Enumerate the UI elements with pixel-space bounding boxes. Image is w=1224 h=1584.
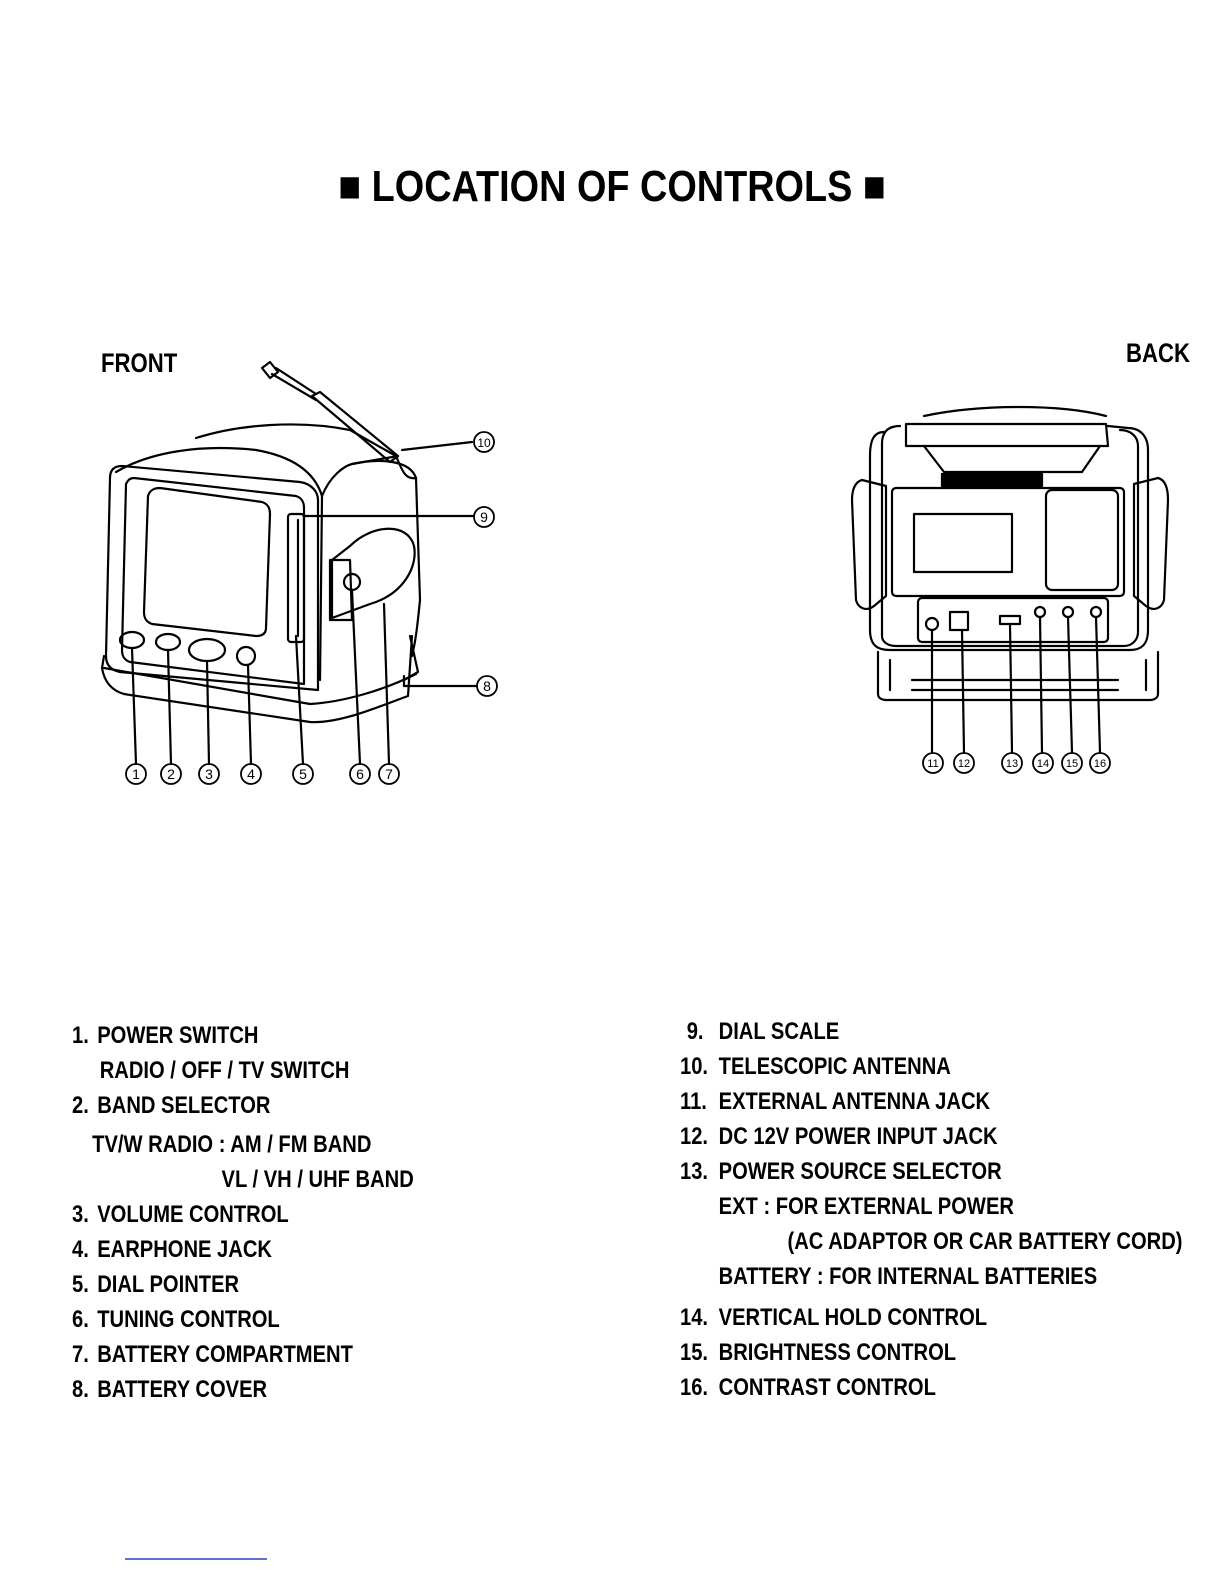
cabinet-top xyxy=(194,423,418,480)
callout-8: 8 xyxy=(483,678,491,694)
list-item: 8.BATTERY COVER xyxy=(72,1376,268,1403)
brightness-control xyxy=(1061,605,1075,619)
contrast-control xyxy=(1089,605,1103,619)
back-callout-numbers: 11 12 13 14 15 16 xyxy=(927,758,1106,770)
back-label: BACK xyxy=(1126,338,1190,368)
back-base xyxy=(876,650,1160,702)
callout-11: 11 xyxy=(927,758,938,770)
left-bumper xyxy=(850,478,888,610)
volume-control-knob xyxy=(187,637,227,663)
list-item: VL / VH / UHF BAND xyxy=(221,1166,414,1193)
back-callouts xyxy=(922,752,1111,774)
callout-12: 12 xyxy=(958,758,970,770)
list-item: 1.POWER SWITCH xyxy=(72,1022,259,1049)
earphone-jack xyxy=(235,645,257,667)
power-source-selector xyxy=(998,614,1022,626)
carry-handle xyxy=(922,405,1108,418)
back-tv-illustration xyxy=(850,405,1170,754)
battery-cover xyxy=(330,527,416,620)
antenna-tip xyxy=(260,360,280,380)
controls-list-left: 1.POWER SWITCH RADIO / OFF / TV SWITCH 2… xyxy=(72,1018,479,1407)
vertical-hold-control xyxy=(1033,605,1047,619)
list-item: 5.DIAL POINTER xyxy=(72,1271,240,1298)
list-item: 9.DIAL SCALE xyxy=(686,1018,840,1045)
list-item: (AC ADAPTOR OR CAR BATTERY CORD) xyxy=(787,1228,1183,1255)
front-callout-numbers: 1 2 3 4 5 6 7 8 9 10 xyxy=(132,436,491,782)
list-item: 11.EXTERNAL ANTENNA JACK xyxy=(680,1088,991,1115)
list-item: BATTERY : FOR INTERNAL BATTERIES xyxy=(718,1263,1098,1290)
list-item: TV/W RADIO : AM / FM BAND xyxy=(92,1131,372,1158)
list-item: RADIO / OFF / TV SWITCH xyxy=(99,1057,350,1084)
power-switch-button xyxy=(118,630,146,650)
callout-3: 3 xyxy=(205,766,213,782)
list-item: 4.EARPHONE JACK xyxy=(72,1236,272,1263)
callout-15: 15 xyxy=(1066,758,1078,770)
list-item: 6.TUNING CONTROL xyxy=(72,1306,280,1333)
callout-7: 7 xyxy=(385,766,393,782)
callout-4: 4 xyxy=(247,766,255,782)
band-selector-button xyxy=(154,632,182,652)
list-item: 10.TELESCOPIC ANTENNA xyxy=(680,1053,951,1080)
label-plate xyxy=(912,512,1014,574)
callout-13: 13 xyxy=(1006,758,1018,770)
list-item: 12.DC 12V POWER INPUT JACK xyxy=(680,1123,998,1150)
controls-list-right: 9.DIAL SCALE 10.TELESCOPIC ANTENNA 11.EX… xyxy=(680,1014,1224,1405)
tv-screen xyxy=(142,486,272,638)
front-label: FRONT xyxy=(101,348,178,378)
front-callouts xyxy=(125,431,498,785)
callout-16: 16 xyxy=(1094,758,1106,770)
footer-rule xyxy=(125,1558,267,1560)
callout-1: 1 xyxy=(132,766,140,782)
callout-2: 2 xyxy=(167,766,175,782)
external-antenna-jack xyxy=(924,616,940,632)
right-bumper xyxy=(1132,476,1170,610)
callout-5: 5 xyxy=(299,766,307,782)
list-item: 14.VERTICAL HOLD CONTROL xyxy=(680,1304,988,1331)
list-item: 16.CONTRAST CONTROL xyxy=(680,1374,936,1401)
back-cabinet xyxy=(868,424,1150,652)
callout-14: 14 xyxy=(1037,758,1049,770)
list-item: 2.BAND SELECTOR xyxy=(72,1092,271,1119)
dc-input-jack xyxy=(948,610,970,632)
vent-slot xyxy=(940,472,1044,488)
page-title: ■ LOCATION OF CONTROLS ■ xyxy=(338,162,886,211)
list-item: 13.POWER SOURCE SELECTOR xyxy=(680,1158,1002,1185)
callout-10: 10 xyxy=(477,436,491,450)
antenna-rod-thin xyxy=(270,372,318,402)
tv-base xyxy=(100,634,414,724)
list-item: EXT : FOR EXTERNAL POWER xyxy=(718,1193,1014,1220)
list-item: 15.BRIGHTNESS CONTROL xyxy=(680,1339,957,1366)
list-item: 3.VOLUME CONTROL xyxy=(72,1201,289,1228)
controls-diagram: 1 2 3 4 5 6 7 8 9 10 xyxy=(100,360,1170,785)
dial-scale xyxy=(286,512,306,644)
list-item: 7.BATTERY COMPARTMENT xyxy=(72,1341,353,1368)
front-bezel xyxy=(104,464,320,692)
callout-6: 6 xyxy=(356,766,364,782)
front-tv-illustration xyxy=(100,360,478,766)
callout-9: 9 xyxy=(480,509,488,525)
battery-compartment-back xyxy=(1044,488,1120,592)
jack-panel xyxy=(916,596,1110,644)
